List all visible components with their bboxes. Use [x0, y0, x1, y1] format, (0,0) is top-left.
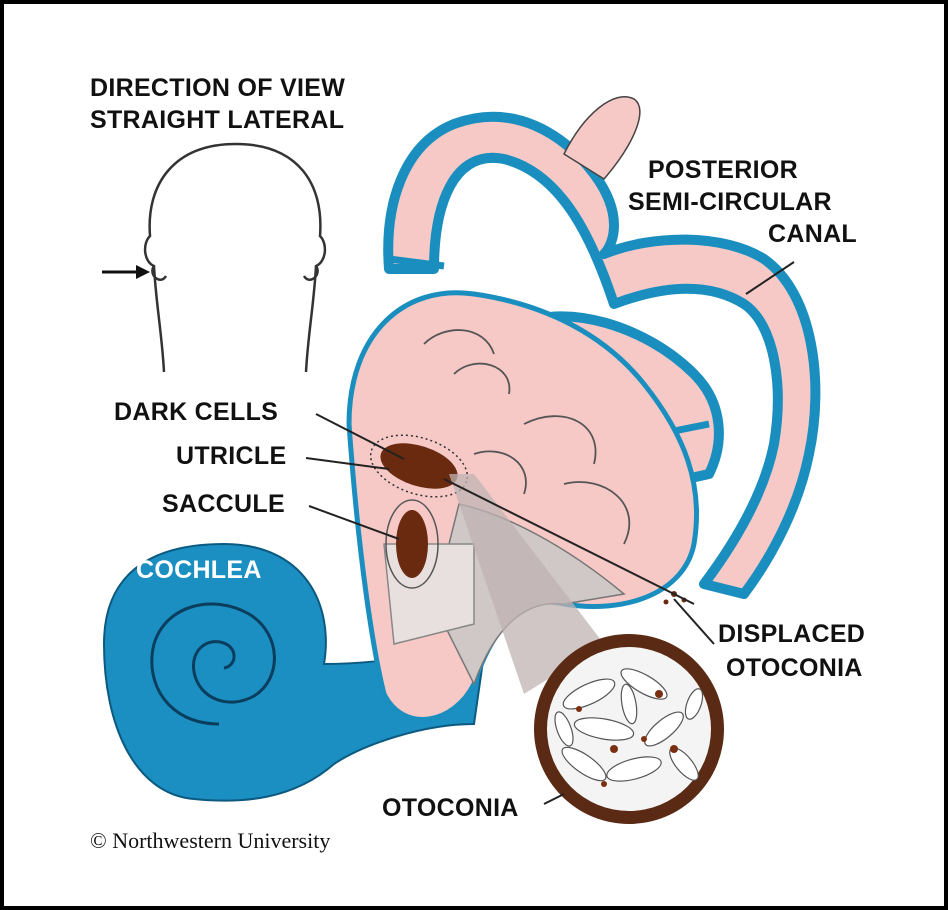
otoconia-beam — [449, 474, 604, 694]
posterior-canal-label-line3: CANAL — [768, 220, 857, 248]
leader-lines — [305, 261, 795, 805]
saccule-label: SACCULE — [162, 490, 285, 518]
displaced-otoconia-label-line2: OTOCONIA — [726, 654, 863, 682]
head-outline — [143, 142, 327, 373]
cochlea — [102, 542, 486, 802]
otoconia-label: OTOCONIA — [382, 794, 519, 822]
posterior-canal-label-line2: SEMI-CIRCULAR — [628, 188, 832, 216]
dark-cells-label: DARK CELLS — [114, 398, 279, 426]
posterior-canal-label-line1: POSTERIOR — [648, 156, 798, 184]
cochlea-label: COCHLEA — [136, 556, 262, 584]
direction-label-line2: STRAIGHT LATERAL — [90, 106, 345, 134]
view-arrow — [102, 265, 150, 279]
inner-ear-diagram — [102, 96, 821, 824]
displaced-otoconia-label-line1: DISPLACED — [718, 620, 866, 648]
utricle-label: UTRICLE — [176, 442, 287, 470]
copyright-text: © Northwestern University — [90, 828, 331, 853]
saccule — [385, 499, 439, 589]
otoconia-magnified — [534, 634, 724, 824]
direction-label-line1: DIRECTION OF VIEW — [90, 74, 346, 102]
cochlea-spiral — [150, 602, 276, 726]
